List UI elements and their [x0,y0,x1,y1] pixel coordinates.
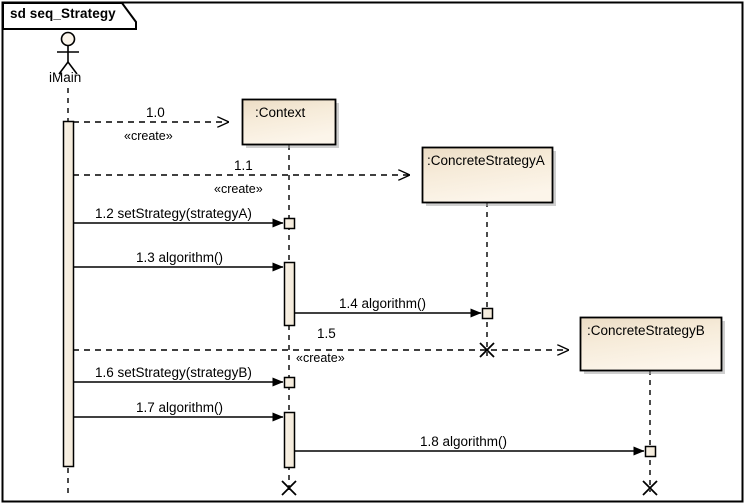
message-label-1-4: 1.4 algorithm() [339,296,427,311]
activation-strategyB[interactable] [644,445,657,458]
activation-context-4[interactable] [283,411,296,469]
object-box-strategyA[interactable] [421,146,557,207]
lifeline-label-imain: iMain [49,70,82,85]
message-label-1-3: 1.3 algorithm() [136,250,224,265]
activation-context-2[interactable] [283,261,296,327]
activation-context-1[interactable] [283,217,296,230]
message-stereotype-1-5: «create» [296,351,345,365]
activation-imain[interactable] [62,120,75,468]
message-label-1-8: 1.8 algorithm() [420,434,508,449]
object-box-strategyB[interactable] [579,316,726,375]
message-label-1-0: 1.0 [146,105,165,120]
message-stereotype-1-0: «create» [124,129,173,143]
message-label-1-2: 1.2 setStrategy(strategyA) [95,206,252,221]
object-label-context: :Context [255,105,306,120]
object-label-strategyB: :ConcreteStrategyB [587,323,705,338]
destruction-marker-strategyB [642,480,658,496]
message-label-1-5: 1.5 [317,326,336,341]
actor-imain[interactable] [57,31,79,75]
message-label-1-1: 1.1 [234,158,253,173]
activation-strategyA[interactable] [481,307,494,320]
frame-kind-label: sd seq_Strategy [10,6,116,21]
activation-context-3[interactable] [283,376,296,389]
object-box-context[interactable] [241,98,340,149]
message-label-1-7: 1.7 algorithm() [136,400,224,415]
message-stereotype-1-1: «create» [214,182,263,196]
destruction-marker-strategyA [479,342,495,358]
object-label-strategyA: :ConcreteStrategyA [427,153,545,168]
message-label-1-6: 1.6 setStrategy(strategyB) [95,365,252,380]
destruction-marker-context [281,480,297,496]
